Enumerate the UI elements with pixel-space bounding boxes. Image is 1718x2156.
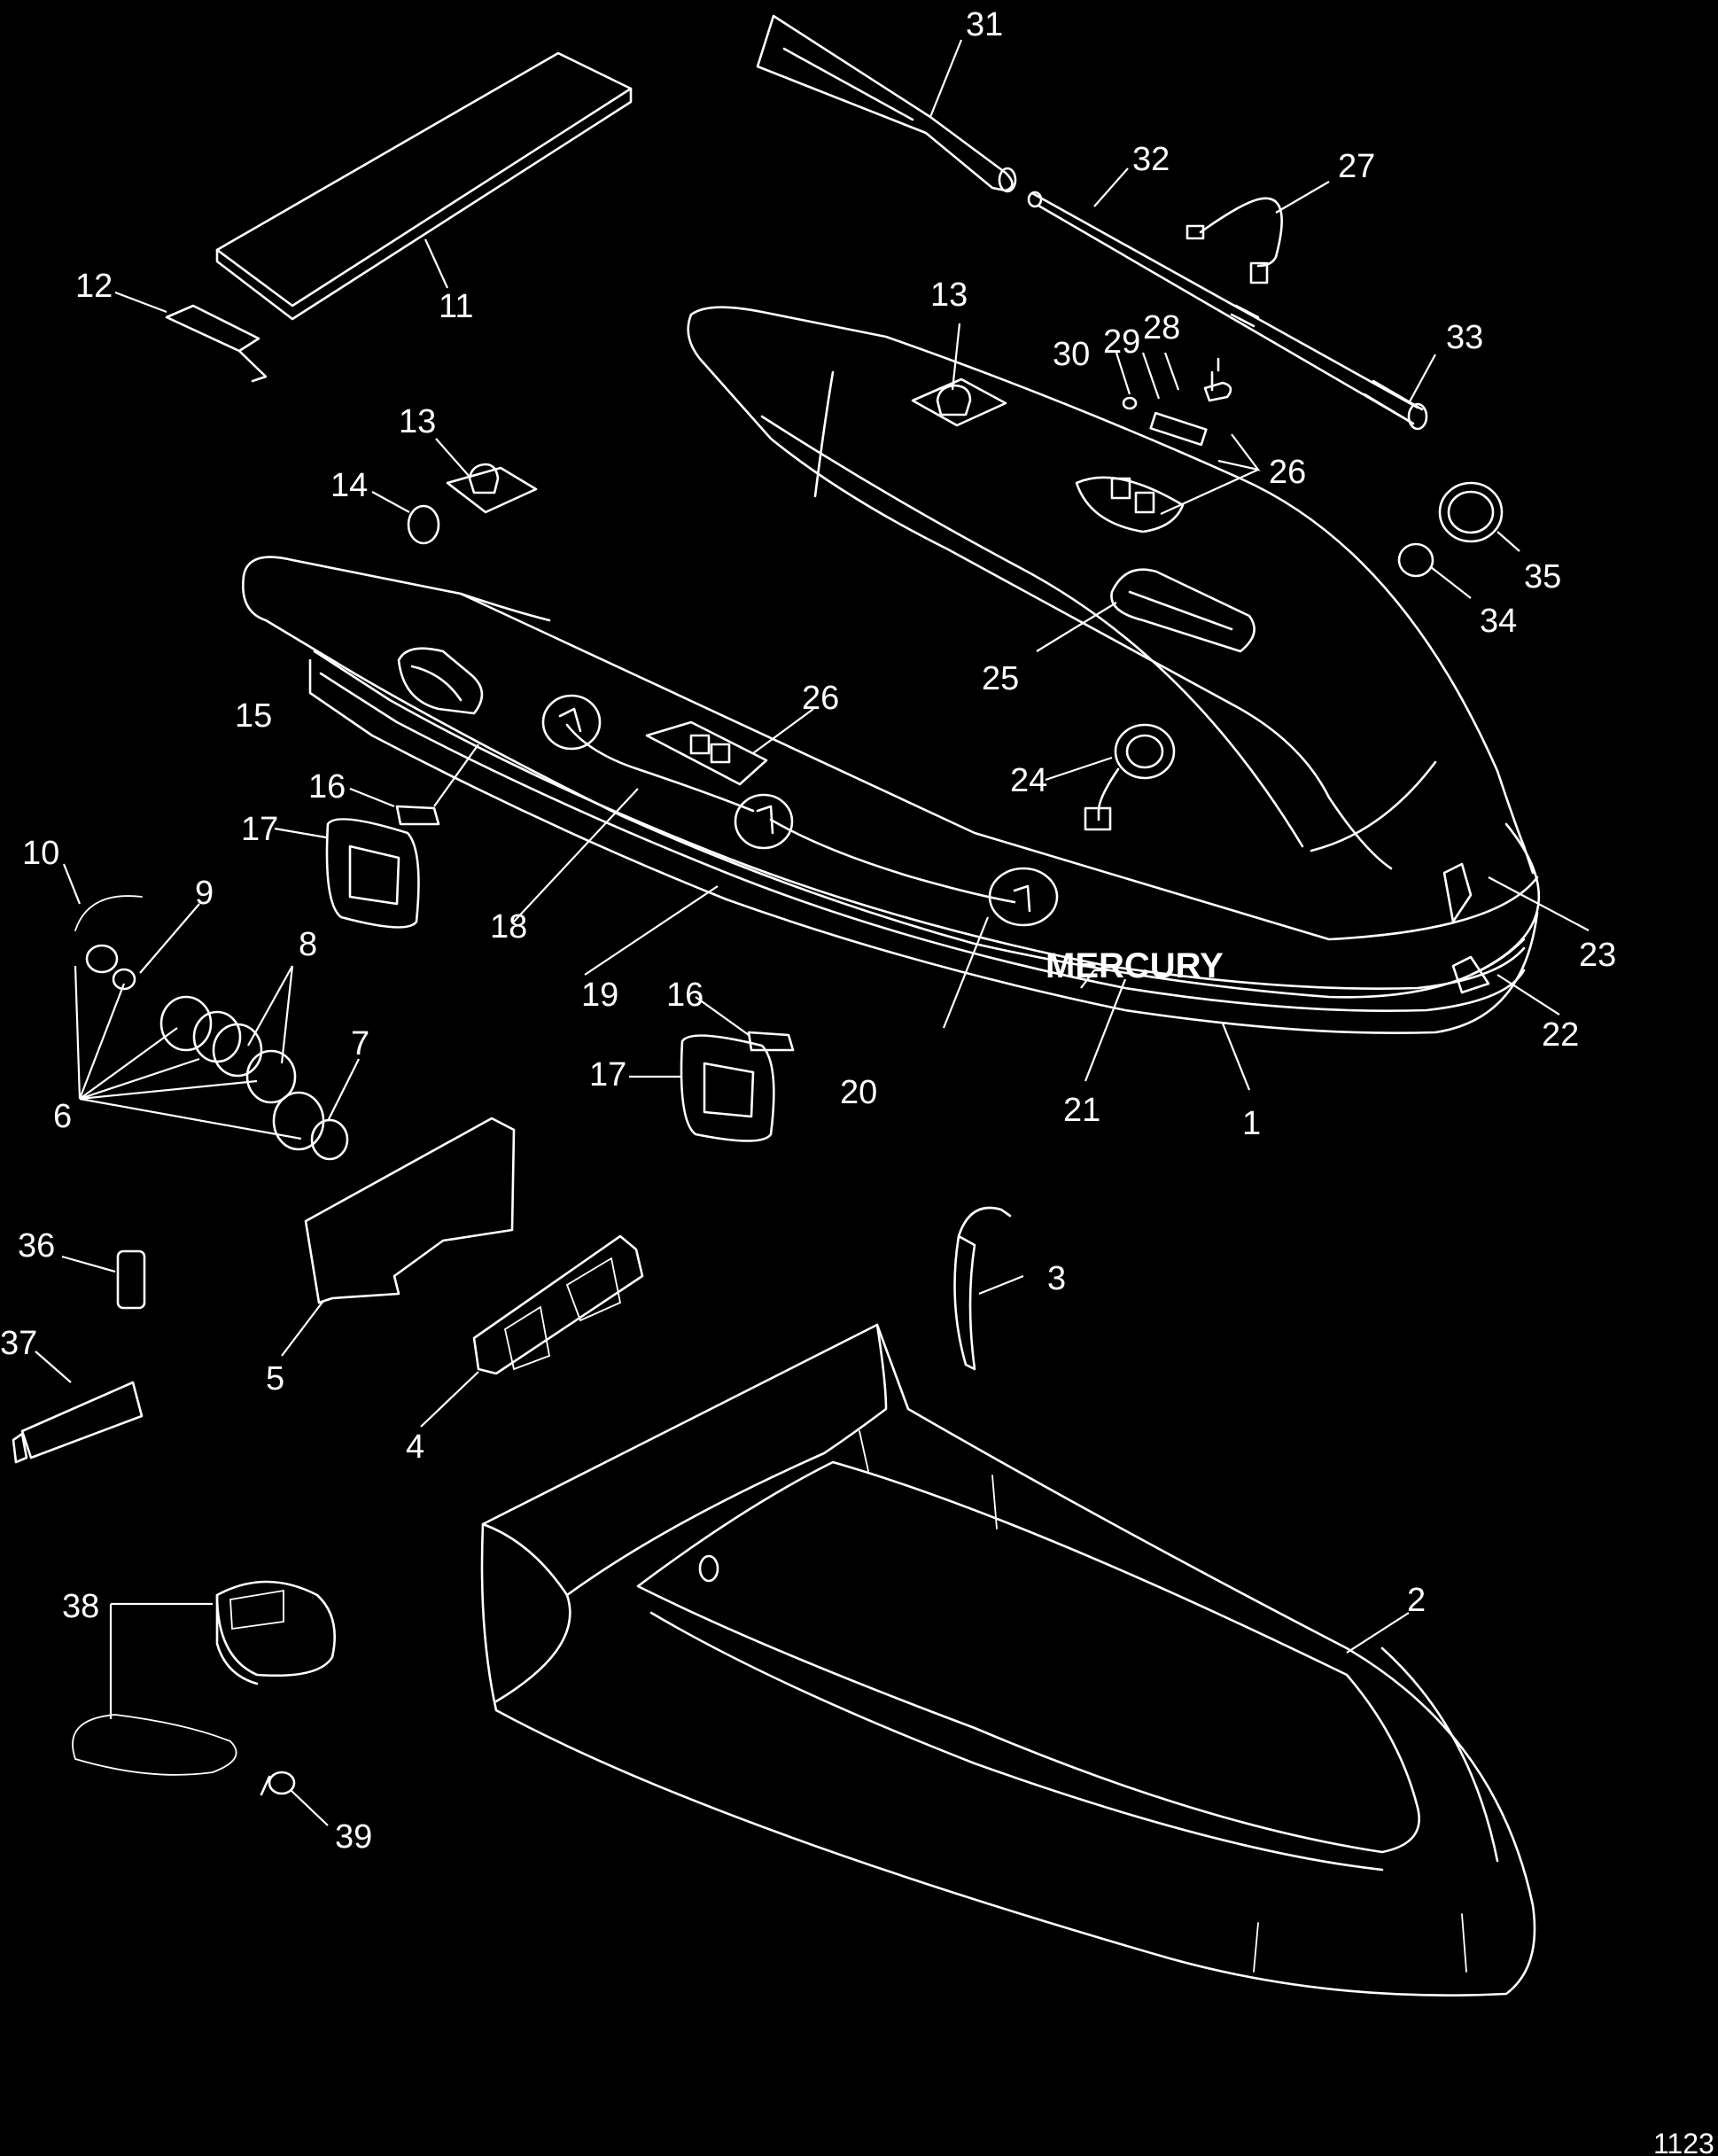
callout-26-left: 26 — [802, 680, 839, 717]
callout-28: 28 — [1143, 309, 1180, 346]
callout-21: 21 — [1063, 1092, 1100, 1129]
adhesive-tube — [12, 1381, 144, 1464]
grab-strap — [953, 1206, 1012, 1371]
callout-2: 2 — [1407, 1582, 1426, 1619]
side-handle — [397, 647, 484, 715]
callout-15: 15 — [235, 697, 272, 735]
oar-shaft — [1027, 191, 1428, 431]
callout-27: 27 — [1338, 148, 1375, 185]
callout-35: 35 — [1524, 558, 1561, 595]
oarlock-mount-left — [645, 720, 768, 786]
seat-clip — [165, 304, 268, 383]
carry-handle — [1110, 568, 1255, 653]
foot-pump — [72, 1580, 336, 1776]
callout-10: 10 — [22, 835, 59, 872]
callout-13-left: 13 — [399, 403, 436, 440]
valve-parts — [1122, 357, 1232, 447]
inflation-valve — [74, 895, 349, 1161]
callout-9: 9 — [195, 875, 214, 912]
brand-lettering: MERCURY — [1046, 946, 1224, 985]
callout-25: 25 — [982, 660, 1019, 697]
callout-17-left: 17 — [241, 811, 278, 848]
callout-8: 8 — [299, 926, 317, 963]
callout-29: 29 — [1103, 323, 1140, 361]
callout-37: 37 — [0, 1325, 37, 1362]
oarlock-mount-right — [1075, 476, 1185, 533]
leader-lines — [35, 39, 1590, 1826]
callout-32: 32 — [1132, 141, 1170, 178]
callout-18: 18 — [490, 908, 527, 946]
callout-19: 19 — [581, 977, 618, 1014]
callout-26-right: 26 — [1269, 454, 1306, 491]
boat-bottom-view — [480, 1323, 1536, 1996]
callout-33: 33 — [1446, 319, 1483, 356]
callout-11: 11 — [439, 288, 473, 325]
repair-patches — [325, 805, 795, 1142]
callout-7: 7 — [351, 1025, 369, 1062]
callout-4: 4 — [406, 1428, 424, 1466]
callout-13-right: 13 — [930, 276, 968, 314]
callout-5: 5 — [266, 1360, 284, 1397]
callout-20: 20 — [840, 1074, 877, 1111]
oarlock-right — [911, 377, 1007, 427]
lifeline-rope — [541, 694, 1059, 927]
transom-parts — [1442, 862, 1490, 994]
callout-1: 1 — [1242, 1105, 1261, 1142]
callout-3: 3 — [1047, 1260, 1066, 1297]
callout-36: 36 — [18, 1227, 55, 1265]
transom-plate — [304, 1117, 516, 1304]
callout-16-right: 16 — [666, 977, 704, 1014]
callout-12: 12 — [75, 268, 113, 305]
callout-31: 31 — [966, 6, 1003, 43]
figure-reference-number: 1123 — [1653, 2128, 1714, 2156]
seat-bench — [215, 51, 633, 321]
pump-adapter — [260, 1771, 296, 1796]
callout-17-right: 17 — [589, 1056, 626, 1094]
oar-blade — [756, 14, 1017, 193]
callout-24: 24 — [1010, 762, 1047, 799]
callout-22: 22 — [1542, 1016, 1579, 1054]
callout-23: 23 — [1579, 937, 1616, 974]
drain-plug — [1084, 723, 1176, 831]
boat-hull-main — [242, 556, 1539, 1035]
callout-39: 39 — [335, 1818, 372, 1856]
oar-lanyard — [1185, 197, 1283, 284]
drain-grille — [472, 1234, 644, 1375]
oarlock-left — [446, 463, 538, 514]
callout-labels: 31 32 27 33 12 11 13 14 13 30 29 28 26 3… — [0, 6, 1714, 2156]
callout-30: 30 — [1053, 336, 1090, 373]
o-ring — [407, 504, 440, 545]
callout-6: 6 — [53, 1098, 72, 1135]
adhesive-can — [116, 1249, 146, 1310]
callout-16-left: 16 — [308, 768, 346, 806]
callout-14: 14 — [330, 467, 368, 504]
callout-34: 34 — [1480, 603, 1517, 640]
callout-38: 38 — [62, 1588, 99, 1625]
valve-cap — [1397, 481, 1504, 578]
